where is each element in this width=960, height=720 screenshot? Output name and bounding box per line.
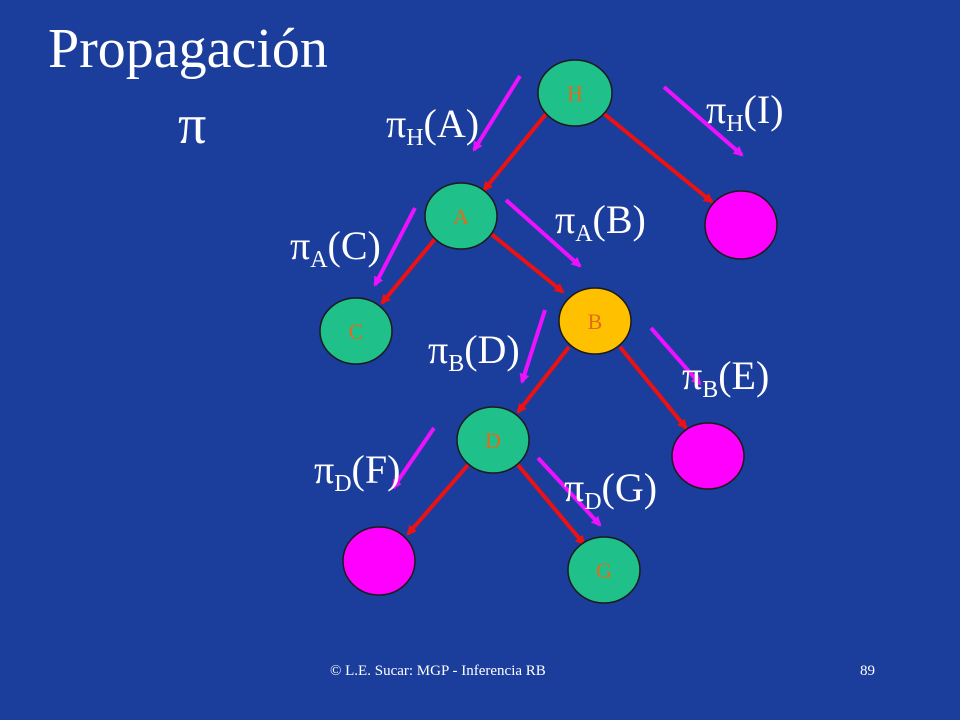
node-a: A bbox=[424, 182, 498, 250]
message-argument: (F) bbox=[351, 447, 401, 492]
node-circle bbox=[456, 406, 530, 474]
node-circle bbox=[704, 190, 778, 260]
message-arrow-b-d bbox=[519, 309, 547, 384]
pi-symbol: π bbox=[682, 353, 703, 398]
message-argument: (I) bbox=[743, 87, 784, 132]
message-arrow-a-b bbox=[504, 198, 582, 268]
message-subscript: A bbox=[310, 247, 328, 273]
pi-symbol: π bbox=[290, 223, 311, 268]
message-arrow-d-g bbox=[536, 456, 602, 527]
message-subscript: A bbox=[575, 221, 593, 247]
message-label-b-e: πB(E) bbox=[682, 354, 769, 412]
node-d: D bbox=[456, 406, 530, 474]
pi-symbol: π bbox=[314, 447, 335, 492]
node-label: A bbox=[453, 204, 469, 229]
node-circle bbox=[342, 526, 416, 596]
edge-d-f bbox=[406, 463, 470, 536]
message-subscript: D bbox=[334, 471, 352, 497]
edge-h-a bbox=[482, 112, 548, 192]
message-label-a-c: πA(C) bbox=[290, 224, 381, 282]
message-arrow-a-c bbox=[373, 207, 417, 287]
message-label-d-f: πD(F) bbox=[314, 448, 400, 506]
message-subscript: H bbox=[726, 111, 744, 137]
title-pi-symbol: π bbox=[178, 94, 207, 156]
pi-symbol: π bbox=[555, 197, 576, 242]
message-arrow-b-e bbox=[649, 326, 702, 386]
edge-b-e bbox=[618, 345, 688, 430]
node-b: B bbox=[558, 287, 632, 355]
message-arrow-d-f bbox=[391, 426, 436, 490]
pi-symbol: π bbox=[386, 101, 407, 146]
pi-symbol: π bbox=[564, 465, 585, 510]
slide-title: Propagación bbox=[48, 18, 328, 80]
message-label-a-b: πA(B) bbox=[555, 198, 646, 256]
message-argument: (B) bbox=[592, 197, 646, 242]
edge-b-d bbox=[516, 345, 571, 414]
node-label: G bbox=[596, 558, 612, 583]
message-subscript: H bbox=[406, 125, 424, 151]
page-number: 89 bbox=[860, 663, 875, 679]
node-circle bbox=[567, 536, 641, 604]
pi-symbol: π bbox=[428, 327, 449, 372]
message-argument: (E) bbox=[718, 353, 770, 398]
pi-symbol: π bbox=[706, 87, 727, 132]
message-argument: (G) bbox=[601, 465, 658, 510]
node-i bbox=[704, 190, 778, 260]
message-subscript: B bbox=[448, 351, 465, 377]
message-arrows bbox=[373, 74, 744, 527]
node-g: G bbox=[567, 536, 641, 604]
edge-d-g bbox=[516, 463, 586, 546]
message-arrow-h-i bbox=[662, 85, 744, 157]
node-circle bbox=[671, 422, 745, 490]
node-f bbox=[342, 526, 416, 596]
message-argument: (C) bbox=[327, 223, 381, 268]
node-label: D bbox=[485, 428, 501, 453]
message-label-h-i: πH(I) bbox=[706, 88, 784, 146]
message-argument: (D) bbox=[464, 327, 520, 372]
message-label-b-d: πB(D) bbox=[428, 328, 520, 386]
node-circle bbox=[319, 297, 393, 365]
node-label: B bbox=[588, 309, 603, 334]
edge-a-c bbox=[380, 237, 437, 305]
node-label: H bbox=[567, 81, 583, 106]
edge-h-i bbox=[601, 111, 714, 204]
message-argument: (A) bbox=[423, 101, 480, 146]
message-label-d-g: πD(G) bbox=[564, 466, 657, 524]
message-label-h-a: πH(A) bbox=[386, 102, 479, 160]
node-circle bbox=[424, 182, 498, 250]
footer-credit: © L.E. Sucar: MGP - Inferencia RB bbox=[330, 663, 546, 679]
node-circle bbox=[537, 59, 613, 127]
message-arrow-h-a bbox=[472, 74, 522, 152]
tree-nodes: H A C B D G bbox=[319, 59, 778, 604]
message-subscript: D bbox=[584, 489, 602, 515]
node-e bbox=[671, 422, 745, 490]
message-subscript: B bbox=[702, 377, 719, 403]
node-label: C bbox=[349, 319, 364, 344]
node-circle bbox=[558, 287, 632, 355]
node-h: H bbox=[537, 59, 613, 127]
tree-edges bbox=[380, 111, 714, 546]
edge-a-b bbox=[488, 231, 565, 294]
node-c: C bbox=[319, 297, 393, 365]
